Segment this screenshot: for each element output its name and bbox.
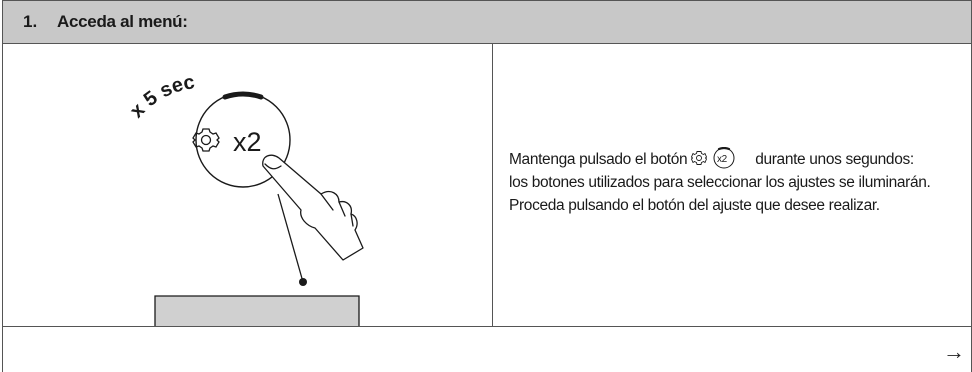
hand-press-illustration: x 5 sec x2 bbox=[126, 71, 364, 326]
illustration-cell: x 5 sec x2 bbox=[3, 44, 493, 326]
gear-icon bbox=[691, 150, 708, 165]
instruction-line3: Proceda pulsando el botón del ajuste que… bbox=[509, 197, 880, 214]
hold-duration-label: x 5 sec bbox=[126, 71, 196, 122]
dial-button-label: x2 bbox=[233, 127, 262, 157]
instruction-text: Mantenga pulsado el botón x2 durante uno… bbox=[509, 146, 969, 217]
hand-icon bbox=[262, 154, 364, 261]
inline-dial-button: x2 bbox=[691, 146, 751, 169]
instruction-line1-start: Mantenga pulsado el botón bbox=[509, 151, 688, 168]
dial-indicator-arc bbox=[222, 91, 264, 100]
step-title: Acceda al menú: bbox=[57, 12, 188, 31]
pointer-dot bbox=[299, 278, 307, 286]
step-header: 1. Acceda al menú: bbox=[3, 0, 971, 44]
arrow-right-icon[interactable]: → bbox=[943, 339, 965, 364]
navigation-row: → bbox=[3, 327, 971, 372]
instruction-line2: los botones utilizados para seleccionar … bbox=[509, 174, 931, 191]
pointer-line bbox=[277, 193, 304, 283]
gear-icon bbox=[192, 128, 220, 152]
instruction-line1-end: durante unos segundos: bbox=[755, 151, 914, 168]
description-cell: Mantenga pulsado el botón x2 durante uno… bbox=[493, 44, 971, 326]
step-content-row: x 5 sec x2 bbox=[3, 44, 971, 327]
step-number: 1. bbox=[23, 12, 38, 31]
device-base bbox=[154, 295, 360, 326]
inline-button-label: x2 bbox=[717, 154, 728, 165]
